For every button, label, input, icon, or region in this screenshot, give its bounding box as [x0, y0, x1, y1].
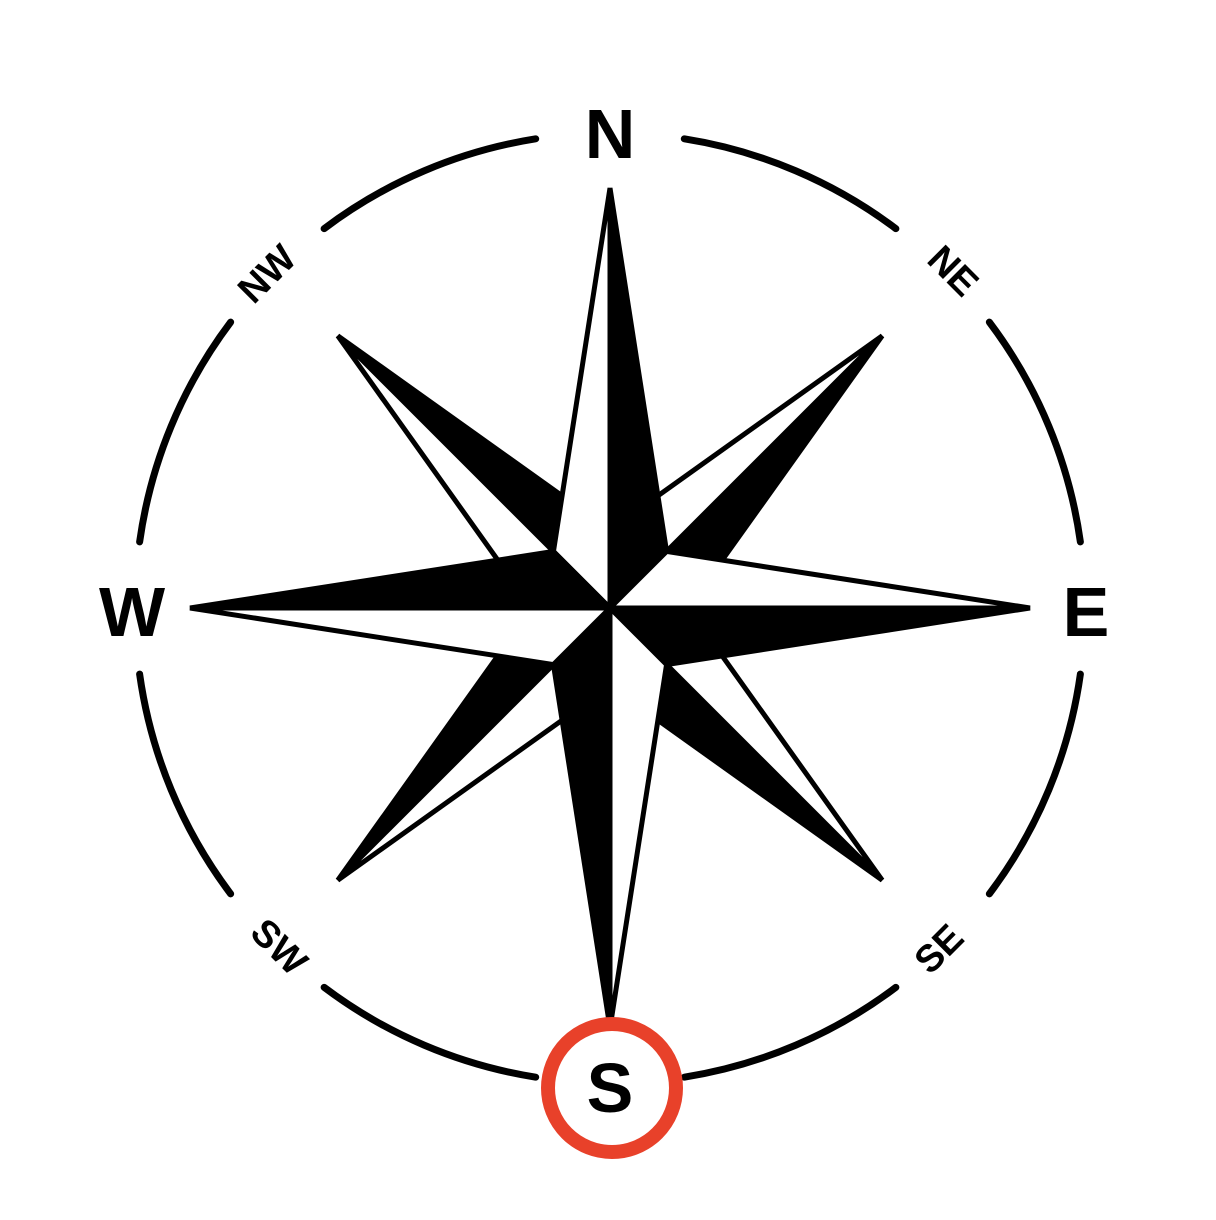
ring-arc-nw-n: [320, 135, 540, 233]
label-northwest: NW: [230, 237, 305, 312]
star-point-s-dark: [550, 601, 613, 1029]
ring-arc-ne-e: [985, 318, 1084, 546]
label-west: W: [99, 573, 165, 651]
star-point-e-dark: [603, 605, 1031, 668]
south-highlight-circle: [541, 1017, 683, 1159]
star-point-w-dark: [189, 548, 617, 611]
ring-arc-n-ne: [680, 135, 900, 233]
label-north: N: [585, 95, 636, 173]
compass-star: [189, 187, 1031, 1029]
star-point-e-light: [603, 548, 1031, 611]
label-southeast: SE: [907, 917, 973, 983]
compass-ring: [136, 135, 1084, 1081]
star-point-n-dark: [607, 187, 670, 615]
star-point-s-light: [607, 601, 670, 1029]
ring-arc-w-nw: [136, 318, 235, 546]
label-northeast: NE: [919, 238, 986, 305]
label-southwest: SW: [242, 911, 315, 984]
ring-arc-sw-w: [136, 670, 235, 898]
ring-arc-e-se: [985, 670, 1084, 898]
ring-arc-se-s: [680, 983, 900, 1081]
star-point-w-light: [189, 605, 617, 668]
ring-arc-s-sw: [320, 983, 540, 1081]
label-east: E: [1063, 573, 1110, 651]
star-point-n-light: [550, 187, 613, 615]
label-south: S: [587, 1049, 634, 1127]
